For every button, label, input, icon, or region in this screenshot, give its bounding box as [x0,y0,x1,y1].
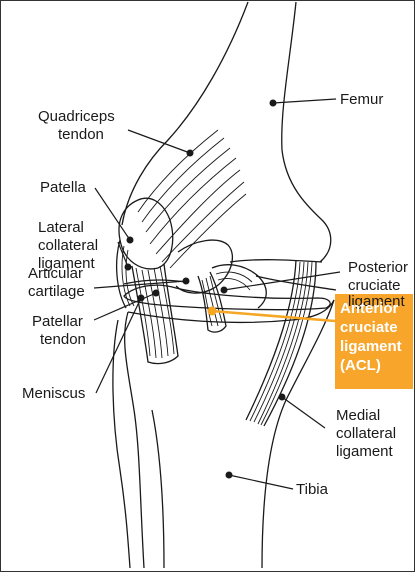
femoral-condyle [176,240,232,293]
label-quadriceps-line2: tendon [58,126,104,143]
label-lateral-line1: Lateral [38,219,84,236]
label-medial-line3: ligament [336,443,394,460]
label-medial-line1: Medial [336,407,380,424]
femur-outline-right [282,2,331,262]
label-posterior-line1: Posterior [348,259,408,276]
posterior-cruciate-ligament [212,265,336,308]
label-quadriceps-line1: Quadriceps [38,108,115,125]
label-acl-line2: cruciate [340,319,398,336]
label-lateral-line2: collateral [38,237,98,254]
tibia-outline-right [262,300,334,568]
label-patellar-line2: tendon [40,331,86,348]
label-acl-line3: ligament [340,338,402,355]
label-tibia: Tibia [296,481,329,498]
femoral-condyle-inner [230,260,322,262]
label-posterior-line2: cruciate [348,277,401,294]
label-articular-line1: Articular [28,265,83,282]
label-medial-line2: collateral [336,425,396,442]
label-meniscus: Meniscus [22,385,85,402]
label-articular-line2: cartilage [28,283,85,300]
label-femur: Femur [340,91,383,108]
fibula-outline-inner [152,410,164,568]
fibula-outline [113,320,130,568]
label-acl-line1: Anterior [340,300,399,317]
label-patella: Patella [40,179,87,196]
label-acl-line4: (ACL) [340,357,381,374]
label-patellar-line1: Patellar [32,313,83,330]
femur-outline [122,2,248,225]
